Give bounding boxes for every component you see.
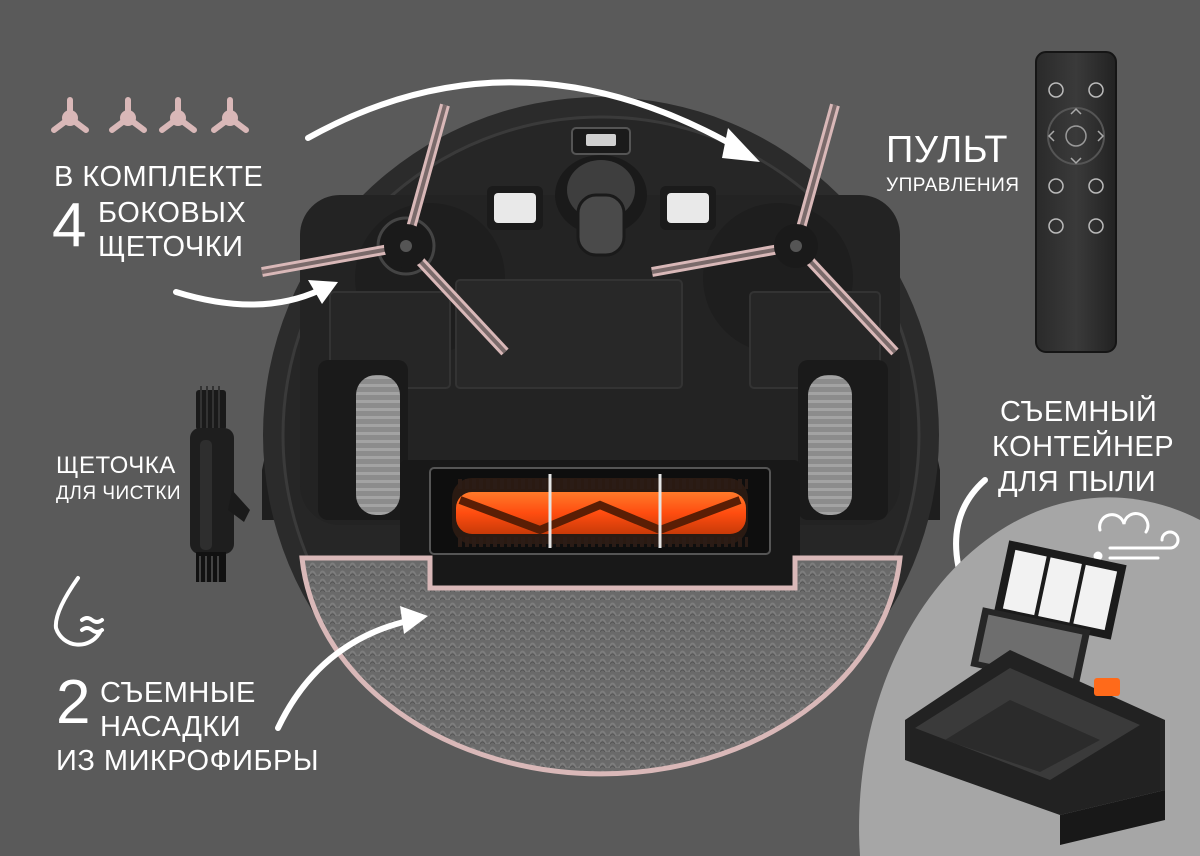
cleaning-brush-subtitle: ДЛЯ ЧИСТКИ: [56, 483, 182, 504]
water-drop-icon: [53, 576, 104, 647]
spare-brush-icons: [51, 97, 249, 133]
remote-control: [1035, 51, 1117, 353]
cleaning-brush-title: ЩЕТОЧКА: [56, 452, 176, 479]
brushes-caption-line3: ЩЕТОЧКИ: [98, 231, 244, 263]
cleaning-brush-tool: [190, 386, 250, 582]
dust-bin-section: [859, 497, 1200, 856]
mop-count: 2: [56, 668, 91, 737]
microfiber-mop: [299, 555, 903, 777]
brushes-count: 4: [52, 191, 87, 260]
remote-subtitle: УПРАВЛЕНИЯ: [886, 175, 1020, 196]
brushes-caption-line1: В КОМПЛЕКТЕ: [54, 161, 264, 193]
remote-title: ПУЛЬТ: [886, 129, 1008, 171]
mop-caption-line1: СЪЕМНЫЕ: [100, 677, 256, 709]
arrow-mop: [275, 617, 415, 731]
dustbin-caption-line3: ДЛЯ ПЫЛИ: [998, 466, 1157, 498]
brushes-caption-line2: БОКОВЫХ: [98, 197, 247, 229]
dustbin-caption-line2: КОНТЕЙНЕР: [992, 431, 1175, 463]
mop-caption-line2: НАСАДКИ: [100, 711, 242, 743]
mop-caption-line3: ИЗ МИКРОФИБРЫ: [56, 745, 320, 777]
side-brush-left: [261, 103, 509, 356]
dust-wind-icon: [1090, 512, 1180, 572]
arrows: [173, 79, 988, 731]
arrow-left-brush: [173, 287, 323, 308]
side-brush-right: [651, 103, 899, 356]
dustbin-caption-line1: СЪЕМНЫЙ: [1000, 396, 1158, 428]
arrow-top: [305, 79, 748, 155]
